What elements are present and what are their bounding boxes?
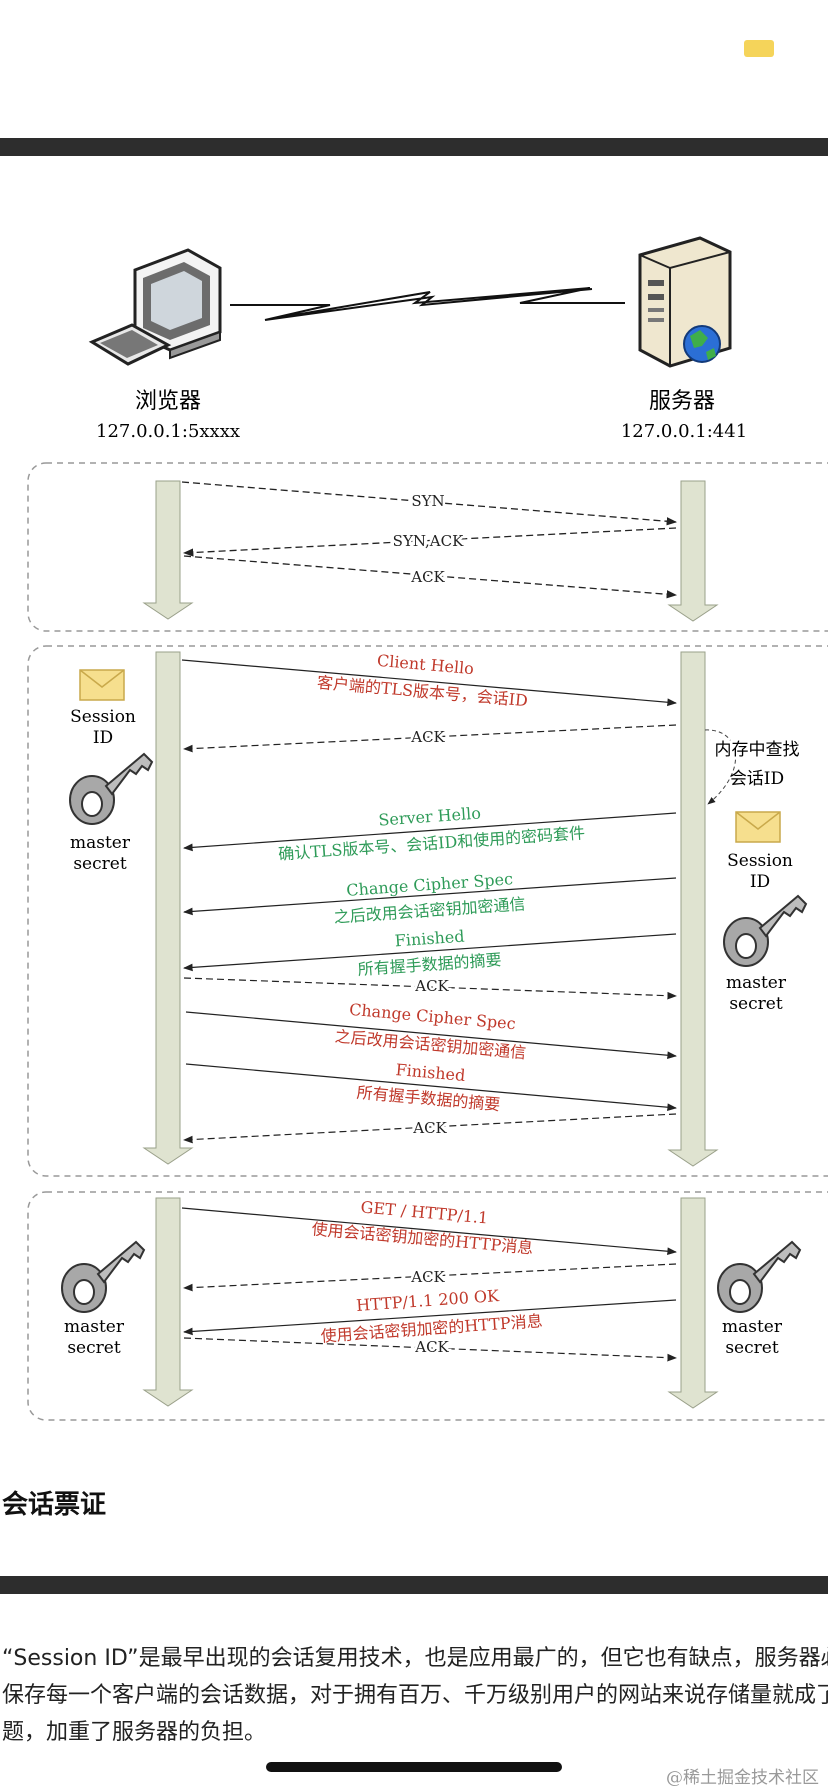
ack-label: ACK [412, 1119, 447, 1137]
http-response-arrow [183, 1299, 677, 1336]
ack-arrow [183, 1337, 677, 1362]
client-hello-arrow [181, 659, 677, 707]
ack-arrow [183, 555, 678, 599]
ack-label: ACK [414, 1338, 449, 1356]
lookup-line-1: 内存中查找 [715, 740, 800, 760]
envelope-icon [735, 811, 781, 843]
tls-resumption-group [27, 645, 828, 1177]
key-icon [61, 1241, 145, 1313]
watermark: @稀土掘金技术社区 [666, 1768, 819, 1788]
notification-badge [744, 40, 774, 57]
ack-label: ACK [414, 977, 449, 995]
computer-icon [88, 248, 222, 366]
http-request-label: GET / HTTP/1.1 [360, 1197, 489, 1227]
server-hello-label: Server Hello [378, 803, 482, 829]
server-address: 127.0.0.1:441 [621, 421, 747, 442]
client-hello-label: Client Hello [376, 651, 474, 678]
server-finished-arrow [183, 933, 677, 972]
client-change-cipher-desc: 之后改用会话密钥加密通信 [334, 1027, 527, 1063]
client-session-id-line: ID [93, 728, 113, 748]
syn-arrow [181, 481, 678, 526]
client-hello-desc: 客户端的TLS版本号，会话ID [316, 673, 528, 710]
section-heading: 会话票证 [2, 1490, 107, 1520]
server-label: 服务器 [649, 389, 715, 414]
key-icon [717, 1241, 801, 1313]
server-finished-label: Finished [394, 927, 465, 951]
http-exchange-group [27, 1191, 828, 1421]
top-divider-bar [0, 138, 828, 156]
http-response-label: HTTP/1.1 200 OK [356, 1286, 501, 1315]
ack-label: ACK [410, 1268, 445, 1286]
client-finished-arrow [185, 1063, 677, 1112]
section-divider-bar [0, 1576, 828, 1594]
ack-arrow [183, 1113, 677, 1144]
client-finished-label: Finished [395, 1060, 466, 1085]
key-icon [69, 753, 153, 825]
server-icon [638, 236, 732, 368]
section-paragraph: “Session ID”是最早出现的会话复用技术，也是应用最广的，但它也有缺点，… [2, 1640, 828, 1751]
ack-label: ACK [410, 728, 445, 746]
lookup-line-2: 会话ID [730, 769, 784, 789]
ack-arrow [183, 1263, 677, 1292]
client-change-cipher-arrow [185, 1011, 677, 1060]
client-finished-desc: 所有握手数据的摘要 [356, 1083, 501, 1114]
tls-session-resumption-diagram: 浏览器 127.0.0.1:5xxxx 服务器 127.0.0.1:441 SY… [27, 236, 828, 1421]
network-link-icon [230, 287, 625, 321]
syn-label: SYN [411, 492, 444, 510]
client-change-cipher-label: Change Cipher Spec [349, 1000, 517, 1033]
tcp-handshake-group [27, 462, 828, 632]
http-request-arrow [181, 1207, 677, 1256]
paragraph-line: “Session ID”是最早出现的会话复用技术，也是应用最广的，但它也有缺点，… [2, 1646, 828, 1671]
client-lifelines [142, 480, 194, 1407]
ack-arrow [183, 977, 677, 1000]
server-hello-arrow [183, 812, 677, 852]
client-session-id-line: Session [70, 707, 136, 727]
paragraph-line: 题，加重了服务器的负担。 [2, 1720, 267, 1745]
server-hello-desc: 确认TLS版本号、会话ID和使用的密码套件 [278, 823, 586, 863]
ack-label: ACK [410, 568, 445, 586]
client-label: 浏览器 [135, 389, 201, 414]
syn-ack-label: SYN,ACK [393, 532, 464, 550]
server-change-cipher-arrow [183, 877, 677, 916]
paragraph-line: 保存每一个客户端的会话数据，对于拥有百万、千万级别用户的网站来说存储量就成了大问 [2, 1683, 828, 1708]
http-request-desc: 使用会话密钥加密的HTTP消息 [311, 1219, 534, 1257]
syn-ack-arrow [182, 527, 677, 557]
ack-arrow [183, 724, 677, 753]
home-indicator[interactable] [266, 1762, 562, 1772]
envelope-icon [79, 669, 125, 701]
key-icon [723, 895, 807, 967]
client-address: 127.0.0.1:5xxxx [96, 421, 240, 442]
server-lifelines [667, 480, 719, 1409]
lookup-curve [704, 729, 736, 805]
